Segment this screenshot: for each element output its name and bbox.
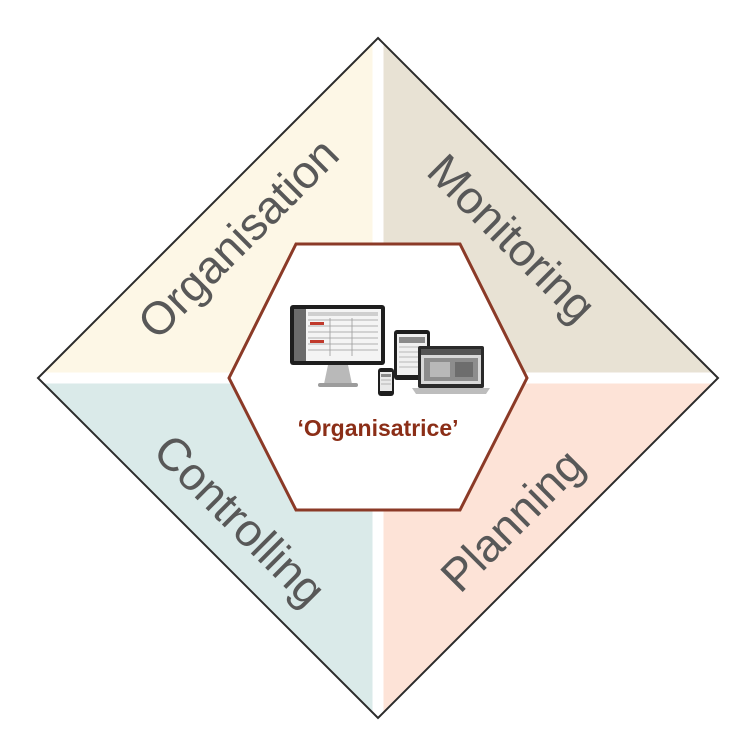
center-label: ‘Organisatrice’ [297, 415, 458, 441]
multi-device-icon [290, 305, 490, 396]
diamond-outline [36, 36, 720, 720]
